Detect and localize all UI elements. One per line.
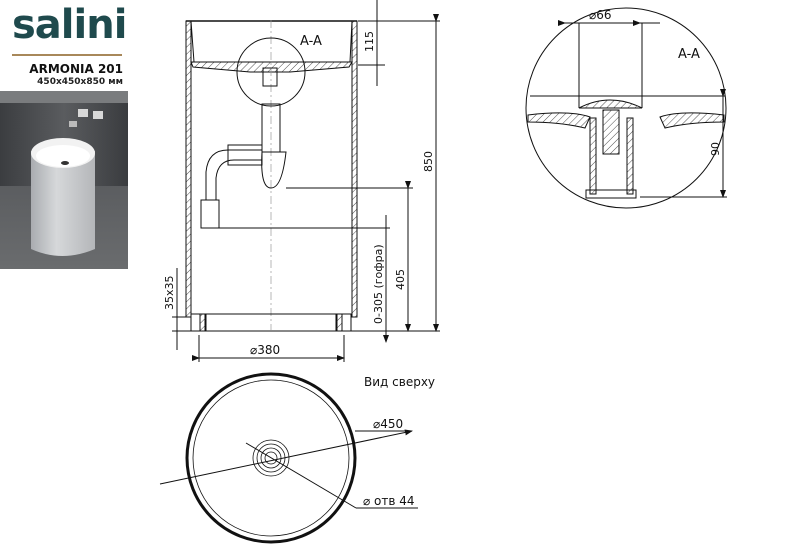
dim-top-depth: 115: [363, 31, 376, 52]
top-dim-outer-diameter: ⌀450: [373, 417, 403, 431]
brand-divider: [12, 54, 122, 56]
side-view: [172, 0, 440, 362]
detail-section-label: A-A: [678, 47, 700, 62]
product-dimensions: 450x450x850 мм: [37, 77, 123, 87]
side-section-label: A-A: [300, 34, 322, 49]
dim-hose-range: 0-305 (гофра): [372, 244, 385, 324]
product-photo: [0, 91, 128, 269]
product-model: ARMONIA 201: [29, 62, 123, 76]
dim-total-height: 850: [422, 151, 435, 172]
brand-logo: salini: [12, 2, 127, 48]
dim-base-diameter: ⌀380: [250, 343, 280, 357]
detail-dim-drain-diameter: ⌀66: [589, 8, 612, 22]
detail-view: [525, 7, 727, 209]
top-dim-hole: ⌀ отв 44: [363, 494, 415, 508]
detail-dim-drain-depth: 90: [709, 142, 722, 156]
dim-base-notch: 35x35: [163, 275, 176, 310]
top-view-title: Вид сверху: [364, 375, 435, 389]
washbasin-photo-icon: [0, 91, 128, 269]
dim-drain-height: 405: [394, 269, 407, 290]
top-view: [159, 372, 418, 544]
